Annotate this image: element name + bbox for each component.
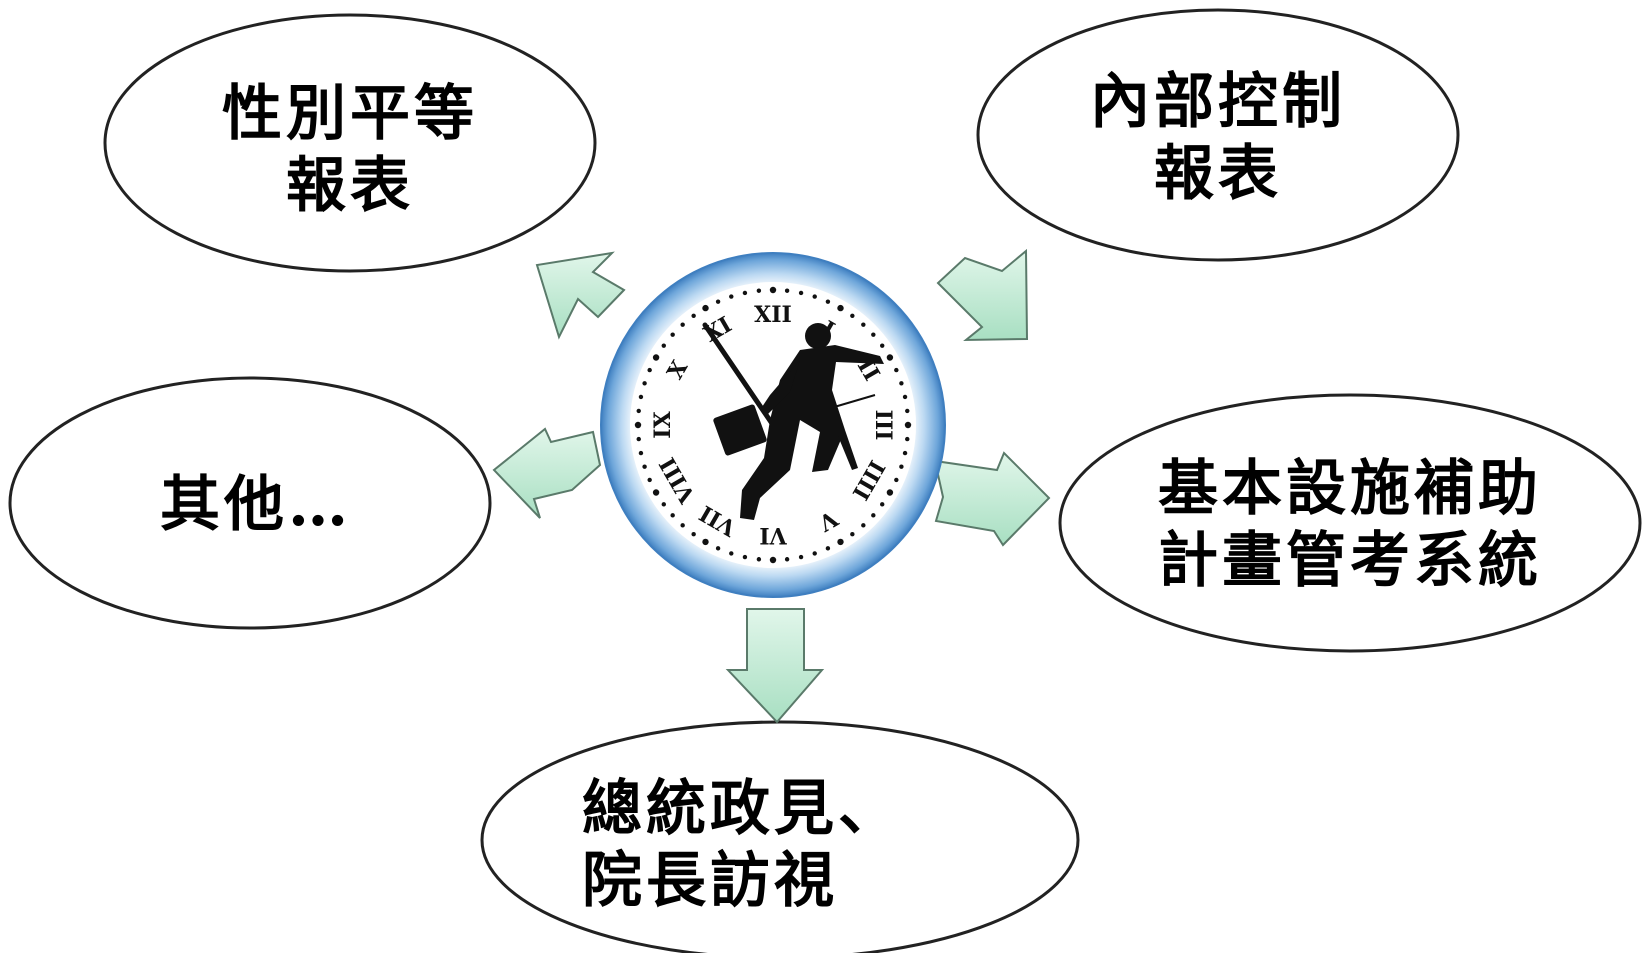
node-internal-line2: 報表 [1154, 139, 1282, 209]
node-gender: 性別平等 報表 [150, 79, 550, 221]
clock-dot [880, 343, 885, 348]
arrow-to-internal [936, 248, 1029, 342]
clock-dot [729, 294, 734, 299]
clock-dot [636, 436, 641, 442]
node-infra: 基本設施補助 計畫管考系統 [1110, 450, 1590, 600]
clock-dot [886, 354, 894, 361]
clock-dot [742, 290, 748, 296]
clock-illustration: XIIIIIIIIIIIIVVIVIIVIIIIXXXI [600, 252, 946, 598]
clock-dot [880, 502, 885, 507]
node-infra-line2: 計畫管考系統 [1158, 526, 1542, 596]
clock-dot [769, 556, 777, 564]
clock-dot [638, 450, 644, 456]
node-internal-line1: 內部控制 [1090, 67, 1346, 137]
clock-dot [825, 299, 831, 304]
clock-dot [680, 322, 685, 327]
clock-dot [784, 557, 790, 562]
clock-dot [784, 288, 790, 293]
clock-numeral: IX [650, 410, 676, 438]
clock-dot [742, 554, 748, 560]
arrow-to-gender [535, 251, 626, 340]
clock-dot [729, 551, 734, 556]
node-ellipse-internal [976, 8, 1460, 262]
clock-dot [861, 523, 866, 528]
clock-dot [861, 322, 866, 327]
clock-dot [756, 288, 762, 293]
clock-dot [871, 332, 876, 337]
clock-dot [825, 546, 831, 551]
clock-dot [902, 394, 908, 400]
clock-dot [647, 477, 652, 483]
clock-dot [899, 464, 904, 469]
clock-dot [638, 394, 644, 400]
clock-dot [905, 436, 910, 442]
node-other-line1: 其他… [160, 470, 352, 540]
clock-dot [850, 532, 855, 537]
clock-dot [652, 489, 660, 496]
clock-numeral: XII [754, 302, 792, 328]
node-other: 其他… [160, 460, 420, 550]
clock-dot [769, 286, 777, 294]
clock-dot [647, 367, 652, 373]
node-ellipse-president [480, 720, 1080, 953]
clock-dot [798, 290, 804, 296]
clock-dot [715, 299, 721, 304]
arrow-to-president [725, 608, 825, 724]
clock-minute-dots [634, 286, 912, 564]
node-infra-line1: 基本設施補助 [1158, 454, 1542, 524]
clock-numeral: VI [759, 522, 787, 548]
clock-dot [812, 551, 817, 556]
clock-dot [636, 408, 641, 414]
clock-dot [661, 502, 666, 507]
clock-dot [634, 421, 642, 429]
clock-dot [886, 489, 894, 496]
clock-dot [680, 523, 685, 528]
node-internal: 內部控制 報表 [1018, 67, 1418, 209]
node-ellipse-infra [1058, 393, 1642, 653]
clock-dot [905, 408, 910, 414]
clock-dot [702, 304, 709, 312]
clock-dot [652, 354, 660, 361]
clock-dot [902, 450, 908, 456]
clock-dot [691, 313, 696, 318]
node-president-line1: 總統政見、 [582, 774, 902, 844]
clock-dot [894, 367, 899, 373]
clock-dot [837, 304, 844, 312]
node-ellipse-gender [103, 13, 597, 273]
clock-dot [837, 538, 844, 546]
clock-dot [899, 381, 904, 386]
clock-dot [756, 557, 762, 562]
clock-dot [894, 477, 899, 483]
node-president: 總統政見、 院長訪視 [582, 770, 942, 920]
clock-dot [702, 538, 709, 546]
clock-dot [642, 464, 647, 469]
businessman-silhouette-icon [713, 323, 884, 520]
clock-dot [850, 313, 855, 318]
node-gender-line1: 性別平等 [222, 79, 478, 149]
clock-dot [798, 554, 804, 560]
clock-numeral: III [870, 410, 896, 441]
arrow-to-other [492, 427, 602, 519]
clock-dot [642, 381, 647, 386]
arrow-to-infra [933, 451, 1051, 547]
clock-dot [691, 532, 696, 537]
clock-dot [715, 546, 721, 551]
clock-dot [670, 513, 675, 518]
clock-dot [904, 421, 912, 429]
clock-dot [812, 294, 817, 299]
clock-dot [661, 343, 666, 348]
clock-dot [670, 332, 675, 337]
node-gender-line2: 報表 [286, 151, 414, 221]
clock-dot [871, 513, 876, 518]
node-president-line2: 院長訪視 [582, 846, 838, 916]
node-ellipse-other [8, 376, 492, 630]
